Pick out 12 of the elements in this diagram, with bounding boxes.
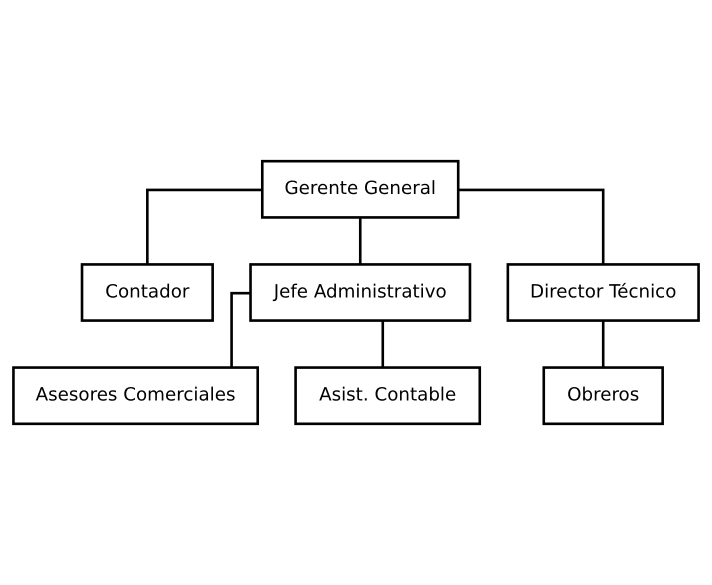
node-box: Jefe Administrativo (249, 263, 472, 322)
connector (602, 320, 604, 368)
connector (146, 188, 262, 264)
connector (358, 218, 362, 264)
node-box: Contador (80, 263, 214, 322)
node-box: Gerente General (260, 160, 460, 219)
node-box: Director Técnico (506, 263, 700, 322)
connector (381, 320, 384, 368)
node-box: Asist. Contable (294, 366, 482, 426)
node-box: Asesores Comerciales (12, 366, 259, 426)
node-box: Obreros (542, 366, 664, 426)
connector (458, 188, 604, 264)
